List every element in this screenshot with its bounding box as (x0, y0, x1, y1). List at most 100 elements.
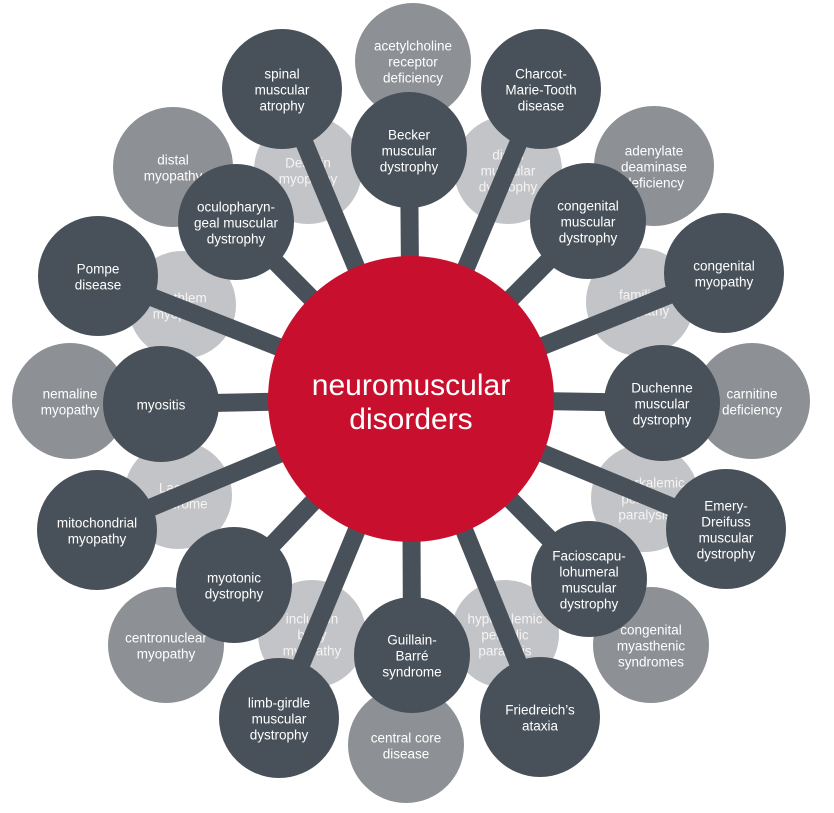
carnitine-deficiency-circle (694, 343, 810, 459)
myotonic-dystrophy-label-line: dystrophy (205, 586, 264, 601)
nemaline-myopathy-label-line: nemaline (43, 386, 98, 401)
facioscapulohumeral-muscular-dystrophy-label-line: Facioscapu- (552, 548, 626, 563)
myositis-label: myositis (137, 397, 186, 412)
friedreichs-ataxia-label-line: Friedreich’s (505, 702, 575, 717)
node-myositis: myositis (103, 346, 219, 462)
duchenne-muscular-dystrophy-label-line: muscular (635, 396, 690, 411)
congenital-muscular-dystrophy-label-line: congenital (557, 198, 619, 213)
oculopharyngeal-muscular-dystrophy-label-line: dystrophy (207, 231, 266, 246)
friedreichs-ataxia-circle (480, 657, 600, 777)
distal-myopathy-label-line: myopathy (144, 168, 203, 183)
congenital-myasthenic-syndromes-label-line: syndromes (618, 654, 684, 669)
congenital-muscular-dystrophy-label-line: dystrophy (559, 230, 618, 245)
charcot-marie-tooth-disease-label-line: Marie-Tooth (505, 82, 576, 97)
myositis-circle (103, 346, 219, 462)
becker-muscular-dystrophy-circle (351, 92, 467, 208)
congenital-myasthenic-syndromes-label-line: congenital (620, 622, 682, 637)
mitochondrial-myopathy-label-line: mitochondrial (57, 515, 137, 530)
myotonic-dystrophy-circle (176, 527, 292, 643)
nemaline-myopathy-circle (12, 343, 128, 459)
pompe-disease-label-line: disease (75, 277, 122, 292)
facioscapulohumeral-muscular-dystrophy-circle (531, 521, 647, 637)
duchenne-muscular-dystrophy-label-line: Duchenne (631, 380, 693, 395)
central-core-disease-label-line: central core (371, 730, 442, 745)
facioscapulohumeral-muscular-dystrophy-label-line: muscular (562, 580, 617, 595)
acetylcholine-receptor-deficiency-label-line: deficiency (383, 70, 443, 85)
center-circle (268, 256, 554, 542)
center-label-line: neuromuscular (312, 369, 510, 402)
congenital-myopathy-label-line: myopathy (695, 274, 754, 289)
adenylate-deaminase-deficiency-label-line: deficiency (624, 175, 684, 190)
emery-dreifuss-muscular-dystrophy-label-line: Emery- (704, 498, 748, 513)
guillain-barre-syndrome-label-line: syndrome (382, 664, 441, 679)
becker-muscular-dystrophy-label-line: dystrophy (380, 159, 439, 174)
spinal-muscular-atrophy-label-line: spinal (264, 66, 299, 81)
spinal-muscular-atrophy-circle (222, 29, 342, 149)
nemaline-myopathy-label-line: myopathy (41, 402, 100, 417)
emery-dreifuss-muscular-dystrophy-label-line: Dreifuss (701, 514, 751, 529)
carnitine-deficiency-label-line: deficiency (722, 402, 782, 417)
limb-girdle-muscular-dystrophy-circle (219, 658, 339, 778)
mitochondrial-myopathy-circle (37, 470, 157, 590)
acetylcholine-receptor-deficiency-label-line: acetylcholine (374, 38, 452, 53)
duchenne-muscular-dystrophy-circle (604, 345, 720, 461)
center-label-line: disorders (349, 403, 472, 436)
spinal-muscular-atrophy-label-line: muscular (255, 82, 310, 97)
limb-girdle-muscular-dystrophy-label-line: muscular (252, 711, 307, 726)
pompe-disease-circle (38, 216, 158, 336)
adenylate-deaminase-deficiency-label-line: adenylate (625, 143, 684, 158)
becker-muscular-dystrophy-label-line: muscular (382, 143, 437, 158)
centronuclear-myopathy-label-line: centronuclear (125, 630, 207, 645)
limb-girdle-muscular-dystrophy-label-line: limb-girdle (248, 695, 310, 710)
emery-dreifuss-muscular-dystrophy-label-line: dystrophy (697, 546, 756, 561)
facioscapulohumeral-muscular-dystrophy-label-line: lohumeral (559, 564, 618, 579)
becker-muscular-dystrophy-label-line: Becker (388, 127, 431, 142)
limb-girdle-muscular-dystrophy-label-line: dystrophy (250, 727, 309, 742)
acetylcholine-receptor-deficiency-circle (355, 3, 471, 119)
hyperkalemic-periodic-paralysis-label-line: paralysis (618, 507, 672, 522)
spinal-muscular-atrophy-label-line: atrophy (259, 98, 304, 113)
congenital-muscular-dystrophy-circle (530, 163, 646, 279)
oculopharyngeal-muscular-dystrophy-label-line: oculopharyn- (197, 199, 275, 214)
congenital-myopathy-label-line: congenital (693, 258, 755, 273)
duchenne-muscular-dystrophy-label-line: dystrophy (633, 412, 692, 427)
central-core-disease-circle (348, 687, 464, 803)
guillain-barre-syndrome-label-line: Guillain- (387, 632, 437, 647)
oculopharyngeal-muscular-dystrophy-label-line: geal muscular (194, 215, 279, 230)
